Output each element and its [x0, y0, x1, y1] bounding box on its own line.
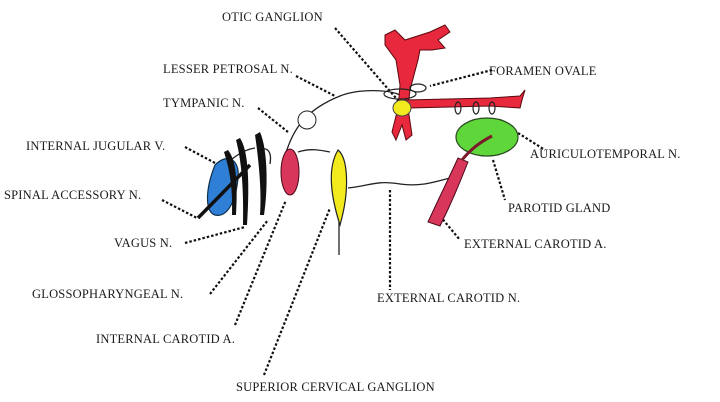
leader-glossopharyngeal-1 [209, 219, 269, 295]
middle-meningeal-artery [384, 24, 451, 142]
leader-vagus [184, 225, 246, 245]
superficial-temporal-branch [404, 89, 526, 109]
leader-parotid [491, 159, 507, 201]
auriculotemporal-loops [454, 101, 496, 115]
cranial-nerve-shape [224, 150, 237, 215]
foramen-ovale-ring [383, 83, 427, 100]
leader-internal-carotid [233, 199, 288, 326]
label-internal-carotid: INTERNAL CAROTID A. [96, 332, 236, 346]
glossopharyngeal-link [297, 149, 331, 153]
otic-ganglion-shape [392, 99, 412, 117]
leader-auriculotemporal [517, 132, 546, 151]
lesser-petrosal-nerve [281, 89, 401, 169]
glossopharyngeal-nerve-shape [255, 132, 267, 215]
label-tympanic: TYMPANIC N. [163, 96, 245, 110]
label-glossopharyngeal: GLOSSOPHARYNGEAL N. [32, 287, 184, 301]
leader-tympanic [257, 107, 289, 133]
tympanic-plexus [297, 110, 317, 130]
external-carotid-nerve [347, 177, 451, 189]
vagus-nerve-shape [236, 138, 249, 225]
external-carotid-artery-shape [427, 134, 493, 227]
superior-cervical-ganglion-shape [330, 149, 348, 228]
label-auriculotemporal: AURICULOTEMPORAL N. [530, 147, 681, 161]
label-otic-ganglion: OTIC GANGLION [222, 10, 323, 24]
label-spinal-accessory: SPINAL ACCESSORY N. [4, 188, 142, 202]
leader-lesser-petrosal [295, 75, 336, 97]
label-lesser-petrosal: LESSER PETROSAL N. [163, 62, 293, 76]
leader-spinal-accessory [161, 199, 198, 219]
leader-otic-ganglion [334, 27, 403, 106]
leader-superior-cervical [262, 207, 332, 376]
label-superior-cervical: SUPERIOR CERVICAL GANGLION [236, 380, 435, 394]
label-foramen-ovale: FORAMEN OVALE [489, 64, 597, 78]
label-internal-jugular: INTERNAL JUGULAR V. [26, 139, 166, 153]
leader-lines [161, 27, 546, 376]
label-vagus: VAGUS N. [114, 236, 173, 250]
label-external-carotid-a: EXTERNAL CAROTID A. [464, 237, 607, 251]
label-external-carotid-n: EXTERNAL CAROTID N. [377, 291, 521, 305]
label-parotid: PAROTID GLAND [508, 201, 611, 215]
leader-internal-jugular [184, 146, 216, 164]
leader-foramen-ovale [429, 68, 493, 88]
internal-carotid-artery-shape [280, 148, 300, 196]
spinal-accessory-nerve-shape [196, 163, 252, 220]
